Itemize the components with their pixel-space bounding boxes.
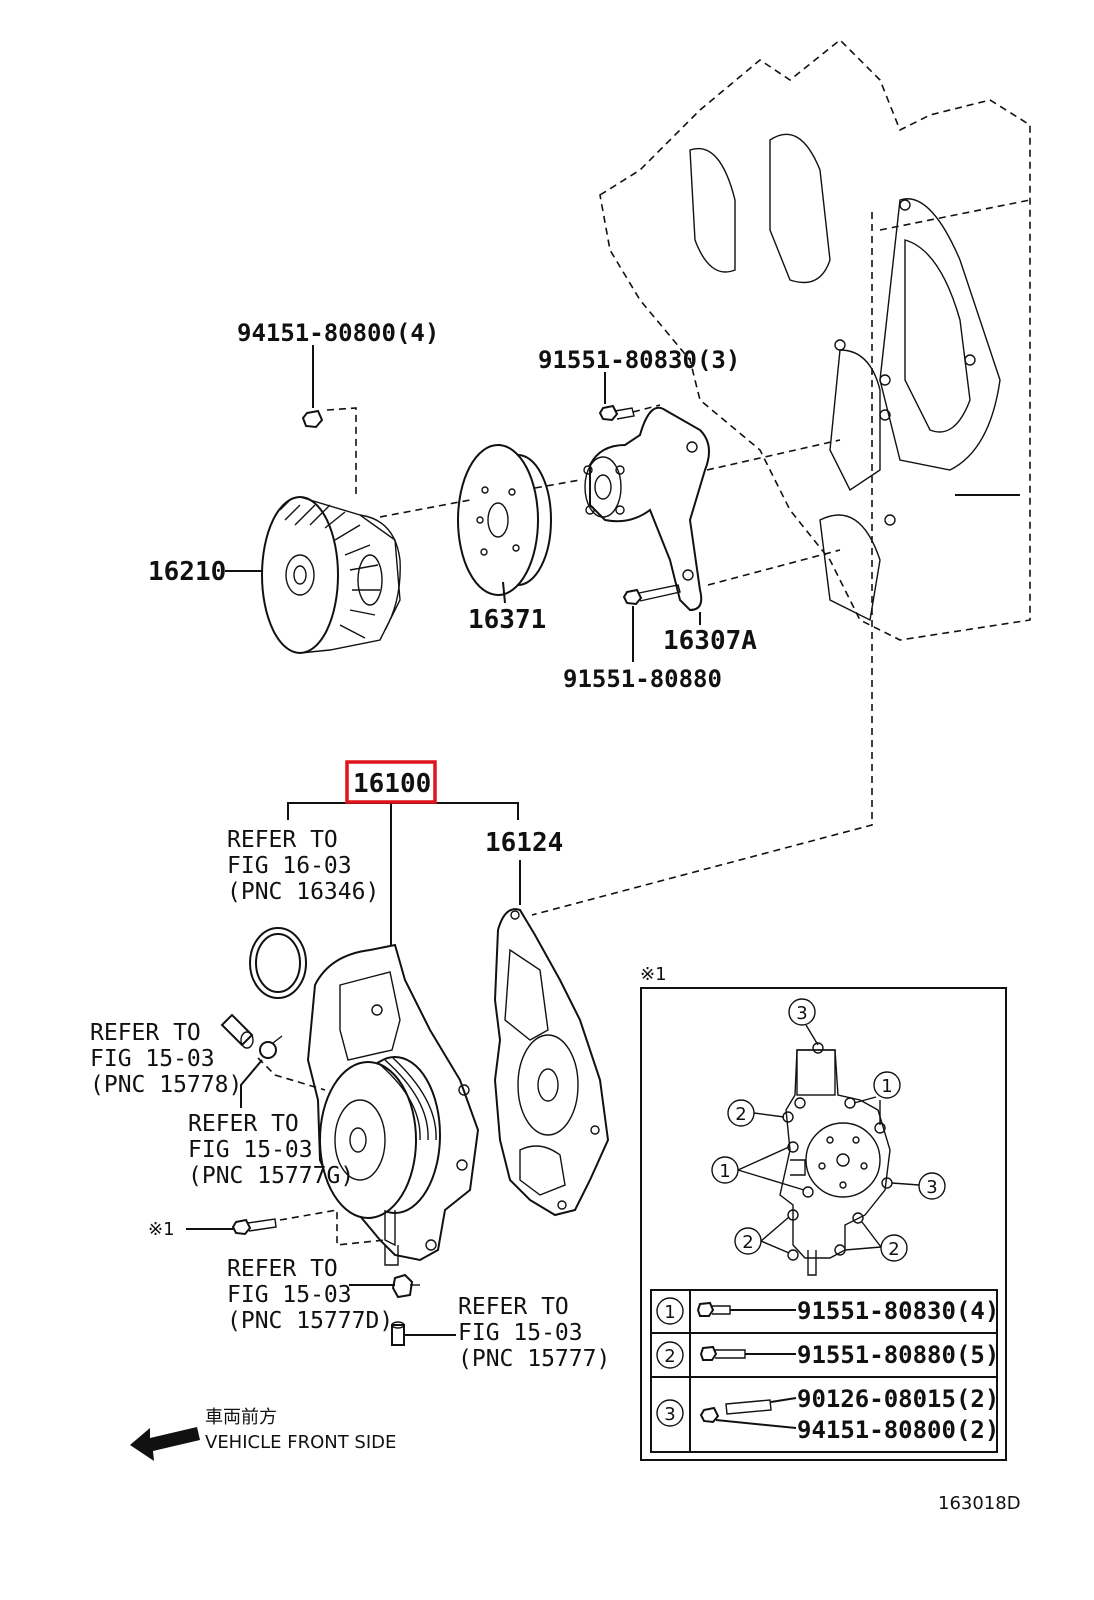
- svg-text:FIG 16-03: FIG 16-03: [227, 853, 352, 879]
- svg-text:2: 2: [735, 1104, 746, 1125]
- bolt-long: [622, 584, 681, 606]
- note-marker-bolt: ※1: [148, 1219, 175, 1240]
- table-row-1: 1 91551-80830(4): [656, 1297, 999, 1325]
- table-row-3: 3 90126-08015(2) 94151-80800(2): [656, 1385, 999, 1444]
- svg-text:2: 2: [742, 1232, 753, 1253]
- table-part-91551-80830[interactable]: 91551-80830(4): [797, 1297, 999, 1325]
- figure-id: 163018D: [938, 1493, 1021, 1514]
- svg-text:FIG 15-03: FIG 15-03: [458, 1320, 583, 1346]
- highlight-box: [345, 760, 437, 804]
- fan-pulley-part: [457, 444, 552, 596]
- ref-clamp[interactable]: REFER TO FIG 15-03 (PNC 15777G): [188, 1111, 354, 1189]
- svg-text:REFER TO: REFER TO: [227, 1256, 338, 1282]
- inset-callout-1-left: 1: [711, 1146, 805, 1191]
- svg-text:(PNC 15777G): (PNC 15777G): [188, 1163, 354, 1189]
- water-pump-part: [306, 943, 480, 1266]
- table-row-2: 2 91551-80880(5): [656, 1341, 999, 1369]
- ref-oring[interactable]: REFER TO FIG 16-03 (PNC 16346): [227, 827, 379, 905]
- direction-jp: 車両前方: [205, 1407, 277, 1428]
- inset-callout-1-right: 1: [853, 1071, 901, 1125]
- svg-text:REFER TO: REFER TO: [188, 1111, 299, 1137]
- svg-text:1: 1: [664, 1302, 675, 1323]
- label-94151-80800[interactable]: 94151-80800(4): [237, 319, 439, 347]
- svg-text:(PNC 15777D): (PNC 15777D): [227, 1308, 393, 1334]
- inset-callout-2-bottom-left: 2: [734, 1216, 790, 1255]
- inset-callout-2-bottom-right: 2: [844, 1221, 908, 1262]
- svg-text:1: 1: [881, 1076, 892, 1097]
- svg-text:2: 2: [664, 1346, 675, 1367]
- table-part-91551-80880[interactable]: 91551-80880(5): [797, 1341, 999, 1369]
- gasket-part: [493, 908, 610, 1217]
- svg-text:1: 1: [719, 1161, 730, 1182]
- ref-fitting[interactable]: REFER TO FIG 15-03 (PNC 15777D): [227, 1256, 393, 1334]
- svg-text:FIG 15-03: FIG 15-03: [188, 1137, 313, 1163]
- svg-text:FIG 15-03: FIG 15-03: [90, 1046, 215, 1072]
- svg-text:(PNC 16346): (PNC 16346): [227, 879, 379, 905]
- front-arrow-icon: [130, 1427, 200, 1461]
- svg-text:FIG 15-03: FIG 15-03: [227, 1282, 352, 1308]
- engine-block-outline: [599, 38, 1031, 641]
- inset-fastener-table: ※1 3 1: [640, 964, 1007, 1461]
- svg-text:3: 3: [926, 1177, 937, 1198]
- hose-part: [220, 1013, 254, 1049]
- ref-pipe[interactable]: REFER TO FIG 15-03 (PNC 15777): [458, 1294, 610, 1372]
- svg-text:2: 2: [888, 1239, 899, 1260]
- inset-callout-2-left: 2: [727, 1099, 785, 1127]
- ref-hose[interactable]: REFER TO FIG 15-03 (PNC 15778): [90, 1020, 242, 1098]
- fitting-part: [391, 1273, 420, 1299]
- label-16100[interactable]: 16100: [353, 769, 431, 799]
- label-91551-80830[interactable]: 91551-80830(3): [538, 346, 740, 374]
- table-part-94151-80800[interactable]: 94151-80800(2): [797, 1416, 999, 1444]
- svg-text:(PNC 15778): (PNC 15778): [90, 1072, 242, 1098]
- direction-en: VEHICLE FRONT SIDE: [205, 1432, 396, 1453]
- inset-callout-3-right: 3: [891, 1172, 946, 1200]
- svg-text:REFER TO: REFER TO: [227, 827, 338, 853]
- bolt-fan-clutch: [301, 409, 324, 429]
- pipe-part: [391, 1321, 405, 1346]
- clamp-part: [259, 1035, 283, 1059]
- inset-callout-3-top: 3: [788, 998, 819, 1046]
- svg-text:REFER TO: REFER TO: [90, 1020, 201, 1046]
- svg-text:(PNC 15777): (PNC 15777): [458, 1346, 610, 1372]
- label-16307a[interactable]: 16307A: [663, 626, 757, 656]
- label-16124[interactable]: 16124: [485, 828, 563, 858]
- label-16371[interactable]: 16371: [468, 605, 546, 635]
- bolt-note-1: [231, 1218, 277, 1236]
- table-part-90126-08015[interactable]: 90126-08015(2): [797, 1385, 999, 1413]
- label-91551-80880[interactable]: 91551-80880: [563, 665, 722, 693]
- svg-text:REFER TO: REFER TO: [458, 1294, 569, 1320]
- o-ring-part: [249, 927, 307, 999]
- fan-bracket-part: [583, 406, 710, 612]
- svg-text:3: 3: [796, 1003, 807, 1024]
- bolt-bracket: [598, 404, 635, 422]
- label-16210[interactable]: 16210: [148, 557, 226, 587]
- fan-clutch-part: [261, 496, 401, 654]
- inset-marker: ※1: [640, 964, 667, 985]
- svg-text:3: 3: [664, 1404, 675, 1425]
- vehicle-front-indicator: 車両前方 VEHICLE FRONT SIDE: [130, 1407, 396, 1461]
